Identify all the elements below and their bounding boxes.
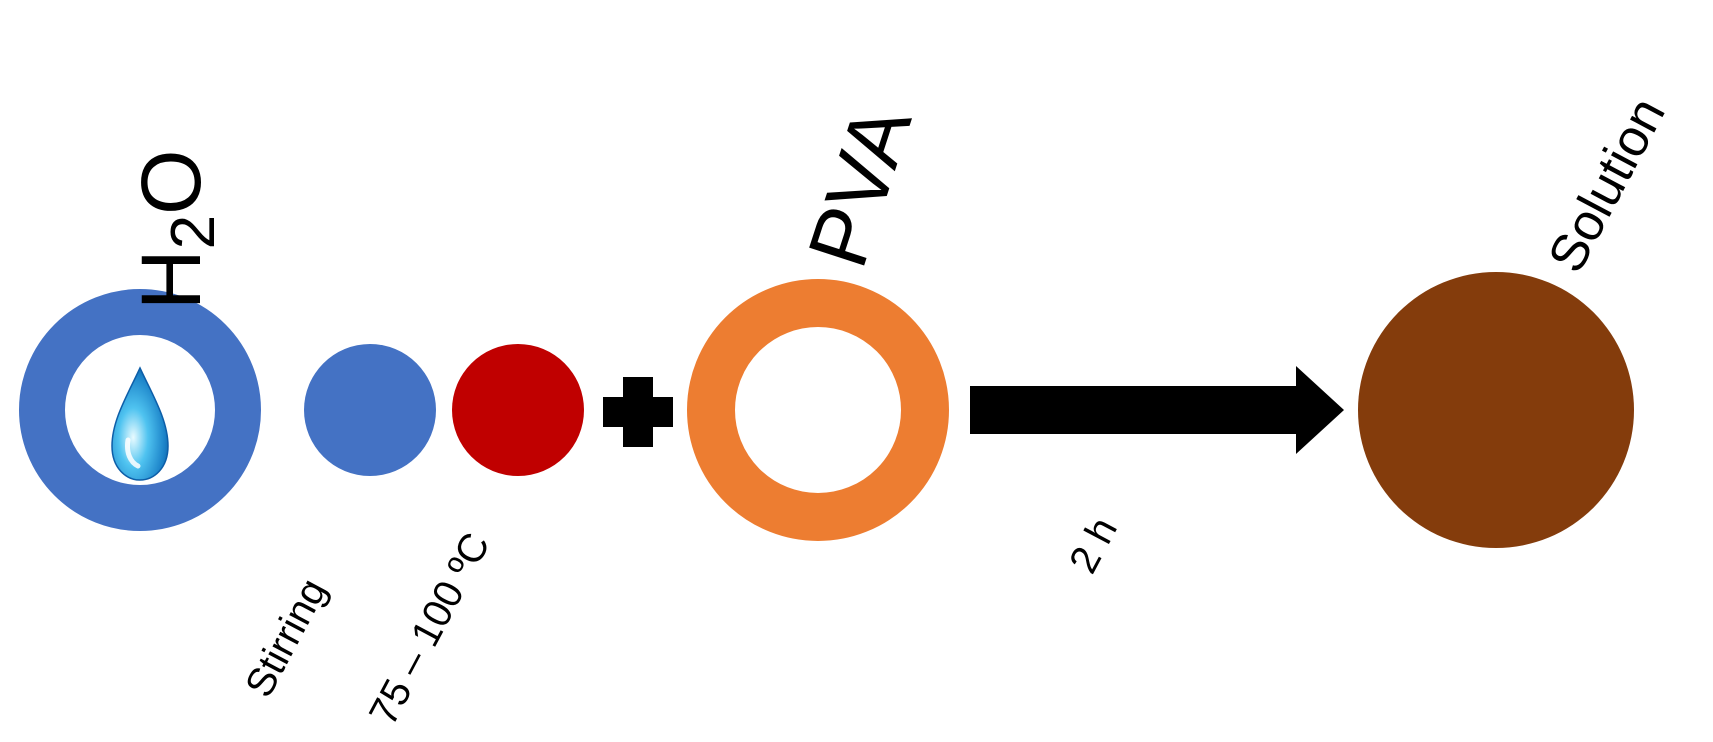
stirring-circle	[304, 344, 436, 476]
solution-circle	[1358, 272, 1634, 548]
pva-label: PVA	[790, 95, 929, 278]
arrow-node: 2 h	[970, 366, 1344, 580]
solution-label: Solution	[1537, 88, 1676, 281]
pva-node: PVA	[687, 95, 949, 541]
time-label: 2 h	[1061, 510, 1126, 580]
solution-node: Solution	[1358, 88, 1677, 548]
water-label: H2O	[124, 150, 228, 311]
stirring-label: Stirring	[237, 572, 335, 705]
plus-icon	[603, 377, 673, 447]
temperature-label: 75 – 100 ºC	[361, 526, 499, 732]
water-drop-icon	[111, 366, 169, 481]
water-node: H2O	[19, 150, 261, 531]
right-arrow-icon	[970, 366, 1344, 454]
water-ring	[19, 289, 261, 531]
pva-ring	[687, 279, 949, 541]
heat-circle	[452, 344, 584, 476]
